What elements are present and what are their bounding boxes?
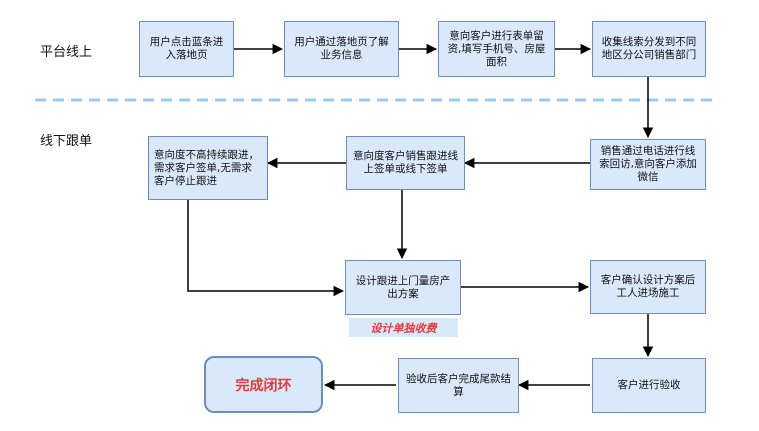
step-construction: 客户确认设计方案后工人进场施工 xyxy=(590,260,706,314)
step-learn-business: 用户通过落地页了解业务信息 xyxy=(284,21,399,77)
step-acceptance: 客户进行验收 xyxy=(592,358,706,413)
step-design-measure: 设计跟进上门量房产出方案 xyxy=(345,260,461,315)
design-fee-note: 设计单独收费 xyxy=(349,318,458,337)
arrow-s7-s8 xyxy=(187,200,345,297)
step-lead-distribution: 收集线索分发到不同地区分公司销售部门 xyxy=(592,21,706,77)
step-landing-click: 用户点击蓝条进入落地页 xyxy=(139,21,234,77)
step-form-submit: 意向客户进行表单留资,填写手机号、房屋面积 xyxy=(438,21,555,77)
step-final-payment: 验收后客户完成尾款结算 xyxy=(398,358,519,413)
lane-label-online: 平台线上 xyxy=(40,45,93,60)
step-phone-followup: 销售通过电话进行线索回访,意向客户添加微信 xyxy=(590,139,706,190)
closed-loop-terminal: 完成闭环 xyxy=(204,356,323,413)
lane-label-offline: 线下跟单 xyxy=(40,134,93,149)
step-sales-signing: 意向度客户销售跟进线上签单或线下签单 xyxy=(346,136,465,190)
step-low-intent-followup: 意向度不高持续跟进，需求客户签单,无需求客户停止跟进 xyxy=(148,136,268,200)
